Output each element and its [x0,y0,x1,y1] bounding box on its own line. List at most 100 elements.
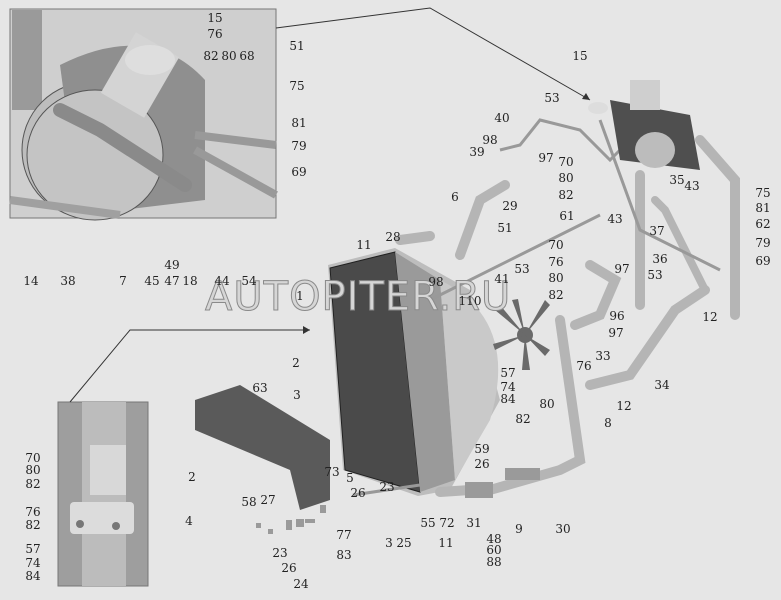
part-number-label: 69 [755,254,771,268]
part-number-label: 77 [336,528,352,542]
part-number-label: 82 [203,49,219,63]
part-number-label: 80 [539,397,555,411]
part-number-label: 98 [428,275,444,289]
fan [493,299,550,370]
part-number-label: 69 [291,165,307,179]
part-number-label: 79 [291,139,307,153]
part-number-label: 81 [291,116,307,130]
part-number-label: 26 [281,561,297,575]
part-number-label: 58 [241,495,257,509]
part-number-label: 76 [548,255,564,269]
part-number-label: 39 [469,145,485,159]
part-number-label: 74 [500,380,516,394]
part-number-label: 51 [289,39,305,53]
part-number-label: 82 [25,477,41,491]
part-number-label: 81 [755,201,771,215]
small-parts [256,468,540,534]
part-number-label: 82 [515,412,531,426]
part-number-label: 6 [451,190,459,204]
part-number-label: 40 [494,111,510,125]
part-number-label: 28 [385,230,401,244]
part-number-label: 55 [420,516,436,530]
part-number-label: 97 [614,262,630,276]
thin-pipes [352,118,721,497]
part-number-label: 24 [293,577,309,591]
part-number-label: 37 [649,224,665,238]
part-number-label: 38 [60,274,76,288]
part-number-label: 75 [289,79,305,93]
part-number-label: 3 [385,536,393,550]
part-number-label: 80 [548,271,564,285]
part-number-label: 14 [23,274,39,288]
part-number-label: 34 [654,378,670,392]
part-number-label: 76 [576,359,592,373]
part-number-label: 62 [755,217,771,231]
radiator [328,248,500,496]
part-number-label: 35 [669,173,685,187]
part-number-label: 3 [293,388,301,402]
part-number-label: 9 [515,522,523,536]
part-number-label: 61 [559,209,575,223]
part-number-label: 43 [607,212,623,226]
part-number-label: 80 [221,49,237,63]
part-number-label: 96 [609,309,625,323]
part-number-label: 84 [500,392,516,406]
part-number-label: 31 [466,516,482,530]
part-number-label: 63 [252,381,268,395]
part-number-label: 59 [474,442,490,456]
part-number-label: 57 [500,366,516,380]
part-number-label: 4 [185,514,193,528]
part-number-label: 1 [296,289,304,303]
part-number-label: 53 [514,262,530,276]
arrowhead-icon [582,93,590,100]
part-number-label: 98 [482,133,498,147]
part-number-label: 30 [555,522,571,536]
part-number-label: 70 [548,238,564,252]
part-number-label: 5 [346,471,354,485]
part-number-label: 70 [25,451,41,465]
part-number-label: 26 [350,486,366,500]
part-number-label: 11 [438,536,454,550]
part-number-label: 84 [25,569,41,583]
air-filter [588,80,700,170]
part-number-label: 74 [25,556,41,570]
part-number-label: 110 [458,294,482,308]
part-number-label: 49 [164,258,180,272]
inset-top-detail [9,8,278,221]
part-number-label: 68 [239,49,255,63]
inset-bottom-detail [57,401,149,587]
part-number-label: 2 [292,356,300,370]
part-number-label: 83 [336,548,352,562]
part-number-label: 7 [119,274,127,288]
part-number-label: 80 [25,463,41,477]
part-number-label: 15 [207,11,223,25]
part-number-label: 15 [572,49,588,63]
part-number-label: 2 [188,470,196,484]
part-number-label: 12 [702,310,718,324]
callout-arrows [69,7,591,403]
part-number-label: 26 [474,457,490,471]
part-number-label: 79 [755,236,771,250]
part-number-label: 75 [755,186,771,200]
part-number-label: 51 [497,221,513,235]
part-number-label: 48 [486,532,502,546]
part-number-label: 12 [616,399,632,413]
part-number-label: 76 [25,505,41,519]
part-number-label: 72 [439,516,455,530]
part-number-label: 25 [396,536,412,550]
part-number-label: 76 [207,27,223,41]
part-number-label: 29 [502,199,518,213]
part-number-label: 33 [595,349,611,363]
watermark: AUTOPITER.RU [204,274,512,320]
part-number-label: 45 [144,274,160,288]
part-number-label: 36 [652,252,668,266]
frame-bracket [195,385,330,510]
part-number-label: 80 [558,171,574,185]
part-number-label: 73 [324,465,340,479]
part-number-label: 88 [486,555,502,569]
part-number-label: 70 [558,155,574,169]
part-number-label: 44 [214,274,230,288]
part-number-label: 43 [684,179,700,193]
